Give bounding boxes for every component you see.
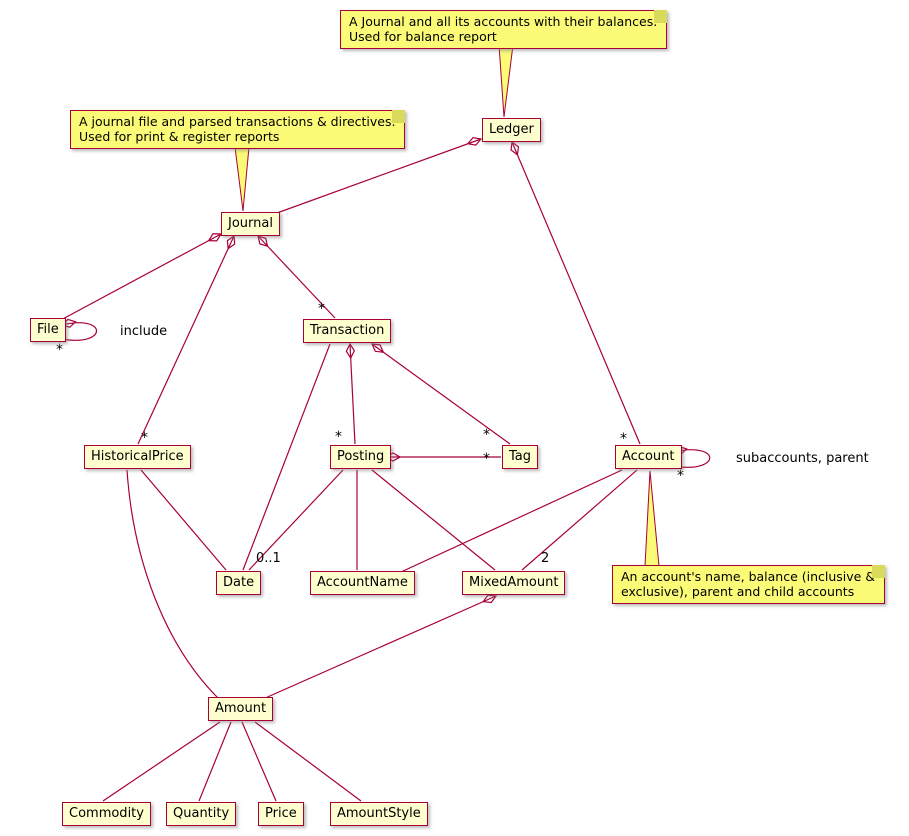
class-node-file: File [30, 318, 66, 342]
multiplicity-posting-date: 0..1 [256, 551, 281, 566]
class-node-price: Price [258, 802, 304, 826]
class-node-account: Account [615, 445, 682, 469]
edge-amount-commodity [102, 721, 221, 802]
multiplicity-transaction-posting: * [335, 429, 342, 445]
edge-account-mixedamount [521, 469, 638, 571]
class-node-amountstyle: AmountStyle [330, 802, 428, 826]
edge-journal-file [58, 234, 221, 322]
edge-transaction-posting [350, 344, 356, 445]
note-account-line1: An account's name, balance (inclusive & [621, 569, 876, 584]
multiplicity-file-self: * [56, 342, 63, 358]
edge-historicalprice-amount [126, 469, 219, 699]
note-account-line2: exclusive), parent and child accounts [621, 584, 855, 599]
note-fold-icon [392, 110, 406, 123]
note-tail-journal [234, 146, 250, 212]
class-node-accountname: AccountName [310, 571, 415, 595]
edge-ledger-journal [265, 139, 481, 218]
note-ledger-line1: A Journal and all its accounts with thei… [349, 14, 658, 29]
edge-mixedamount-amount [262, 596, 496, 700]
multiplicity-journal-transaction: * [318, 301, 325, 317]
class-node-tag: Tag [502, 445, 539, 469]
edge-ledger-account [512, 142, 641, 445]
edge-historicalprice-date [140, 469, 227, 571]
multiplicity-account-self: * [677, 468, 684, 484]
class-node-mixedamount: MixedAmount [462, 571, 566, 595]
edge-posting-mixedamount [371, 469, 496, 571]
edge-posting-date [248, 469, 344, 571]
note-journal-line2: Used for print & register reports [79, 129, 280, 144]
multiplicity-journal-historicalprice: * [141, 430, 148, 446]
class-node-journal: Journal [221, 212, 280, 236]
edge-amount-price [241, 721, 277, 802]
note-tail-ledger [498, 44, 514, 118]
note-fold-icon [654, 10, 668, 23]
edge-transaction-date [242, 343, 331, 571]
association-label-include: include [120, 324, 167, 339]
class-node-date: Date [216, 571, 262, 595]
edge-amount-quantity [198, 721, 232, 802]
edge-account-accountname [400, 469, 623, 573]
edge-transaction-tag [372, 344, 511, 445]
class-node-quantity: Quantity [166, 802, 237, 826]
multiplicity-ledger-account: * [620, 431, 627, 447]
multiplicity-posting-tag: * [483, 451, 490, 467]
class-node-posting: Posting [330, 445, 392, 469]
note-ledger: A Journal and all its accounts with thei… [340, 10, 668, 49]
note-fold-icon [872, 565, 886, 578]
multiplicity-account-mixedamount: 2 [541, 551, 549, 566]
class-node-commodity: Commodity [62, 802, 151, 826]
note-journal-line1: A journal file and parsed transactions &… [79, 114, 396, 129]
note-journal: A journal file and parsed transactions &… [70, 110, 406, 149]
edge-account-self-subaccounts [673, 450, 711, 468]
edge-journal-historicalprice [137, 236, 234, 445]
note-tail-account [644, 470, 660, 567]
edge-amount-amountstyle [254, 721, 362, 802]
edge-journal-transaction [258, 236, 336, 319]
class-node-historicalprice: HistoricalPrice [84, 445, 191, 469]
note-ledger-line2: Used for balance report [349, 29, 497, 44]
class-node-amount: Amount [208, 697, 274, 721]
class-node-transaction: Transaction [303, 319, 392, 343]
association-label-subaccounts: subaccounts, parent [736, 451, 869, 466]
edge-file-self-include [62, 323, 98, 341]
class-node-ledger: Ledger [482, 118, 541, 142]
multiplicity-transaction-tag: * [483, 427, 490, 443]
note-account: An account's name, balance (inclusive & … [612, 565, 886, 604]
